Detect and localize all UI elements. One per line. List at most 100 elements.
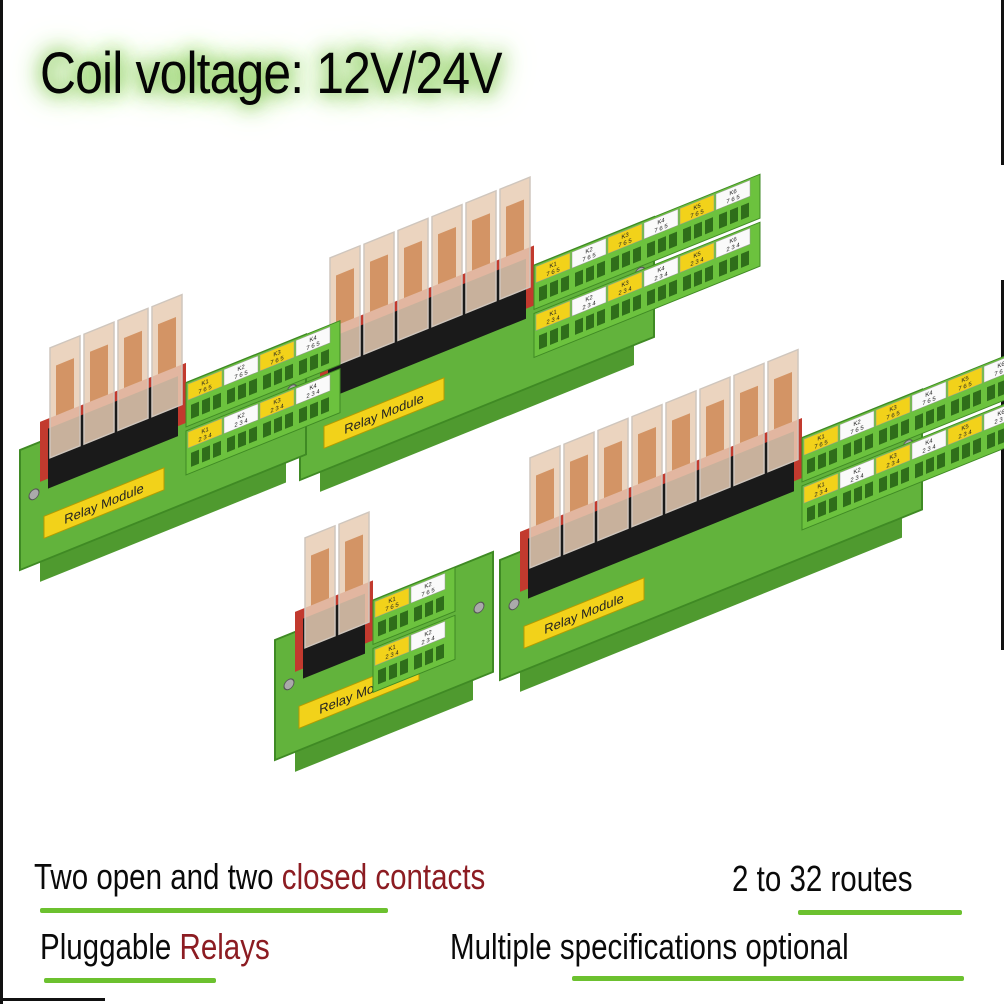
caption-contacts-highlight: closed contacts	[281, 856, 486, 897]
terminal-screw-slot	[274, 416, 282, 434]
terminal-screw-slot	[865, 433, 873, 451]
terminal-marker	[259, 340, 295, 372]
relay-coil	[438, 226, 456, 285]
terminal-screw-slot	[719, 259, 727, 277]
terminal-screw-slot	[658, 284, 666, 302]
terminal-screw-slot	[694, 269, 702, 287]
terminal-screw-slot	[901, 466, 909, 484]
terminal-screw-slot	[561, 323, 569, 341]
terminal-screw-slot	[829, 447, 837, 466]
relay-coil	[672, 413, 690, 471]
coil-voltage-title: Coil voltage: 12V/24V	[40, 41, 503, 106]
terminal-screw-slot	[575, 317, 583, 335]
terminal-screw-slot	[389, 614, 397, 632]
relay-coil	[774, 372, 792, 430]
terminal-marker	[535, 252, 571, 284]
terminal-screw-slot	[730, 255, 738, 273]
caption-contacts-text: Two open and two	[34, 856, 282, 897]
relay-coil	[370, 254, 388, 312]
terminal-marker	[679, 194, 715, 225]
frame-border	[0, 0, 3, 1004]
terminal-screw-slot	[378, 667, 386, 685]
terminal-screw-slot	[586, 265, 594, 283]
caption-pluggable-text: Pluggable	[40, 926, 180, 967]
terminal-screw-slot	[299, 358, 307, 376]
relay-coil	[740, 385, 758, 444]
terminal-screw-slot	[202, 397, 210, 415]
caption-routes: 2 to 32 routes	[732, 858, 913, 899]
terminal-channel-label: K4	[657, 265, 665, 275]
terminal-screw-slot	[669, 279, 677, 297]
terminal-marker	[187, 418, 223, 449]
module-label-plate	[43, 467, 165, 540]
terminal-screw-slot	[561, 275, 569, 293]
terminal-marker	[535, 300, 571, 332]
terminal-channel-label: K6	[997, 360, 1004, 370]
terminal-screw-slot	[926, 408, 934, 426]
terminal-screw-slot	[191, 401, 199, 419]
terminal-screw-slot	[321, 349, 329, 367]
terminal-screw-slot	[937, 452, 945, 470]
terminal-screw-slot	[414, 652, 422, 670]
terminal-channel-label: K3	[621, 279, 629, 289]
mounting-screw	[508, 598, 520, 611]
terminal-screw-slot	[400, 610, 408, 628]
terminal-channel-label: K3	[273, 397, 281, 407]
caption-underline	[44, 978, 216, 983]
relay-coil	[90, 344, 108, 402]
terminal-screw-slot	[705, 265, 713, 283]
terminal-channel-label: K6	[997, 408, 1004, 418]
terminal-channel-label: K2	[585, 246, 593, 256]
terminal-screw-slot	[658, 236, 666, 254]
terminal-marker	[643, 208, 679, 240]
mounting-screw	[28, 488, 40, 501]
mounting-screw	[473, 601, 485, 614]
terminal-screw-slot	[998, 379, 1004, 397]
terminal-marker	[803, 425, 839, 456]
terminal-marker	[571, 286, 607, 317]
terminal-screw-slot	[539, 332, 547, 350]
terminal-screw-slot	[575, 269, 583, 287]
caption-contacts: Two open and two closed contacts	[34, 856, 485, 898]
terminal-marker	[607, 223, 643, 254]
module-label-plate	[523, 577, 645, 650]
terminal-screw-slot	[987, 432, 995, 450]
terminal-screw-slot	[719, 211, 727, 229]
terminal-screw-slot	[987, 384, 995, 402]
terminal-screw-slot	[238, 382, 246, 400]
terminal-marker	[715, 179, 751, 211]
terminal-screw-slot	[263, 372, 271, 390]
terminal-screw-slot	[597, 308, 605, 327]
terminal-channel-label: K4	[309, 334, 317, 344]
terminal-screw-slot	[683, 274, 691, 292]
terminal-screw-slot	[843, 442, 851, 460]
terminal-screw-slot	[539, 284, 547, 302]
terminal-screw-slot	[926, 456, 934, 474]
terminal-screw-slot	[818, 500, 826, 518]
terminal-marker	[259, 388, 295, 420]
terminal-channel-label: K5	[961, 423, 969, 433]
terminal-channel-label: K1	[201, 426, 209, 436]
terminal-screw-slot	[378, 619, 386, 637]
terminal-marker	[187, 370, 223, 401]
terminal-screw-slot	[669, 231, 677, 249]
relay-coil	[506, 199, 524, 257]
module-label-plate	[323, 377, 445, 450]
frame-border	[0, 998, 105, 1001]
terminal-screw-slot	[951, 398, 959, 416]
terminal-marker	[839, 458, 875, 489]
terminal-channel-label: K5	[961, 375, 969, 385]
terminal-screw-slot	[191, 449, 199, 467]
frame-border	[1001, 0, 1004, 165]
terminal-screw-slot	[274, 368, 282, 386]
terminal-channel-label: K6	[729, 236, 737, 246]
terminal-screw-slot	[213, 440, 221, 459]
terminal-channel-label: K2	[424, 581, 432, 591]
terminal-screw-slot	[865, 481, 873, 499]
terminal-marker	[947, 366, 983, 398]
terminal-channel-label: K2	[424, 629, 432, 639]
relay-coil	[336, 268, 354, 326]
